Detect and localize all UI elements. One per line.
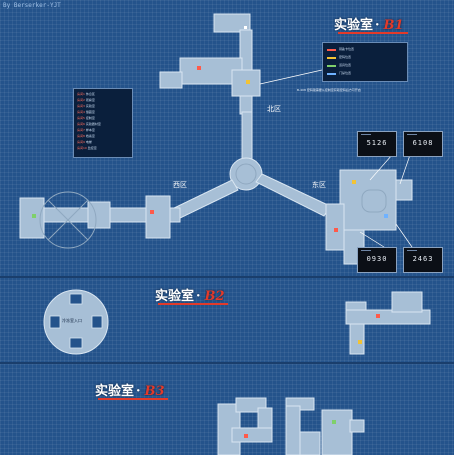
title-underline xyxy=(158,303,228,305)
east-lab-room xyxy=(339,169,397,231)
floor-divider xyxy=(0,276,454,278)
section-title-b3: 实验室·B3 xyxy=(95,384,165,399)
section-title-b2: 实验室·B2 xyxy=(155,289,225,304)
map-note: B-408 密码锁需要从控制室获取密码后方可开启 xyxy=(297,88,361,92)
legend-row: 房间7 样本室 xyxy=(77,128,95,132)
zone-label-east: 东区 xyxy=(312,181,326,189)
legend-row: 钥匙卡位置 xyxy=(339,47,355,51)
item-markers xyxy=(32,26,388,232)
b2-east-corridor xyxy=(345,309,431,325)
legend-row: 门禁位置 xyxy=(339,71,352,75)
b3-east-room xyxy=(321,409,353,455)
legend-row: 密码位置 xyxy=(339,55,352,59)
room-label: 冷冻室入口 xyxy=(62,318,82,323)
legend-row: 房间5 控制室 xyxy=(77,116,95,120)
legend-row: 道具位置 xyxy=(339,63,352,67)
code-panel: 2463 xyxy=(403,247,443,273)
b1-floor-map xyxy=(19,13,413,265)
zone-label-west: 西区 xyxy=(173,181,187,189)
room-legend: 房间1 休息区 房间2 观察室 房间3 实验室 房间4 储藏室 房间5 控制室 … xyxy=(73,88,133,158)
code-text: 2463 xyxy=(412,255,434,263)
legend-row: 房间4 储藏室 xyxy=(77,110,95,114)
title-underline xyxy=(338,32,408,34)
legend-row: 房间3 实验室 xyxy=(77,104,95,108)
legend-swatch xyxy=(327,49,336,51)
b3-floor-map xyxy=(217,397,365,455)
code-text: 6108 xyxy=(412,139,434,147)
code-panel: 6108 xyxy=(403,131,443,157)
code-text: 0930 xyxy=(366,255,388,263)
north-corridor xyxy=(241,111,253,161)
floor-divider xyxy=(0,362,454,364)
legend-swatch xyxy=(327,73,336,75)
west-round-room xyxy=(39,191,97,249)
code-panel: 0930 xyxy=(357,247,397,273)
legend-row: 房间9 电梯 xyxy=(77,140,92,144)
b2-floor-map xyxy=(43,289,431,355)
b2-round-room xyxy=(43,289,109,355)
legend-row: 房间2 观察室 xyxy=(77,98,95,102)
legend-swatch xyxy=(327,57,336,59)
title-underline xyxy=(98,398,168,400)
code-text: 5126 xyxy=(366,139,388,147)
author-credit: By Berserker-YJT xyxy=(3,2,61,9)
legend-row: 房间8 档案室 xyxy=(77,134,95,138)
zone-label-north: 北区 xyxy=(267,105,281,113)
section-title-b1: 实验室·B1 xyxy=(334,18,404,33)
legend-row: 房间10 监控室 xyxy=(77,146,97,150)
north-top-room xyxy=(213,13,251,33)
marker-legend: 钥匙卡位置 密码位置 道具位置 门禁位置 xyxy=(322,42,408,82)
legend-row: 房间1 休息区 xyxy=(77,92,95,96)
legend-row: 房间6 实验器材室 xyxy=(77,122,101,126)
code-panel: 5126 xyxy=(357,131,397,157)
legend-swatch xyxy=(327,65,336,67)
